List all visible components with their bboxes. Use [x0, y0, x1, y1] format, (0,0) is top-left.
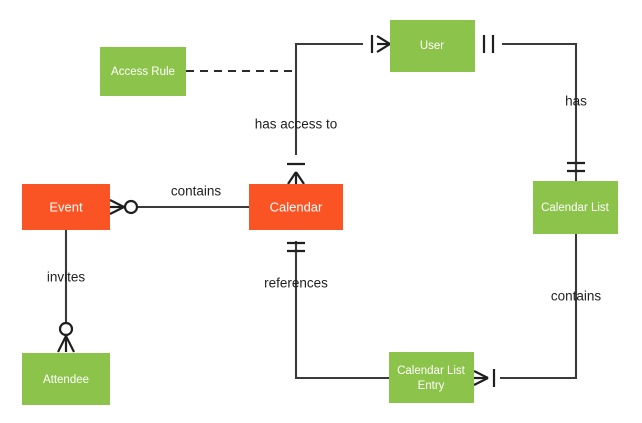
entity-calendar-list-entry-rect[interactable]: [389, 352, 474, 403]
relationship-label-contains-calendar: contains: [171, 184, 222, 199]
entity-calendar-list-label: Calendar List: [541, 202, 610, 214]
notation-user-left-one-to-many: [370, 35, 391, 53]
entity-calendar[interactable]: Calendar: [249, 184, 343, 230]
notation-user-right-exactly-one: [482, 35, 495, 53]
edge-has: [502, 42, 578, 181]
notation-calendar-list-top-exactly-one: [567, 161, 585, 173]
entity-access-rule[interactable]: Access Rule: [100, 47, 186, 96]
entity-calendar-label: Calendar: [270, 199, 323, 214]
entity-calendar-rect[interactable]: [249, 184, 343, 230]
relationship-label-invites: invites: [47, 270, 86, 285]
edge-contains-entry: [500, 234, 578, 380]
relationship-label-has: has: [565, 94, 587, 109]
relationship-label-references: references: [264, 276, 328, 291]
entity-attendee[interactable]: Attendee: [22, 353, 110, 405]
relationship-label-contains-entry: contains: [551, 289, 602, 304]
notation-calendar-top-one-to-many: [287, 162, 305, 185]
entity-calendar-list[interactable]: Calendar List: [533, 181, 618, 234]
edge-references: [294, 241, 389, 380]
entity-event-rect[interactable]: [22, 184, 110, 230]
entity-calendar-list-rect[interactable]: [533, 181, 618, 234]
entity-calendar-list-entry[interactable]: Calendar List Entry: [389, 352, 474, 403]
entity-user[interactable]: User: [390, 20, 475, 72]
entity-calendar-list-entry-label-line1: Calendar List: [397, 365, 466, 377]
entity-event-label: Event: [49, 199, 83, 214]
entity-attendee-label: Attendee: [43, 374, 89, 386]
entity-event[interactable]: Event: [22, 184, 110, 230]
notation-entry-right-one-to-many: [473, 369, 496, 387]
relationship-label-has-access-to: has access to: [255, 117, 338, 132]
notation-event-right-zero-or-many: [109, 199, 139, 215]
notation-calendar-bottom-exactly-one: [287, 241, 305, 253]
entity-user-label: User: [420, 40, 444, 52]
entity-access-rule-rect[interactable]: [100, 47, 186, 96]
edge-has-access-to: [294, 42, 363, 155]
entity-user-rect[interactable]: [390, 20, 475, 72]
notation-attendee-top-zero-or-many: [57, 321, 75, 353]
entity-attendee-rect[interactable]: [22, 353, 110, 405]
entity-access-rule-label: Access Rule: [111, 66, 175, 78]
entity-calendar-list-entry-label-line2: Entry: [418, 380, 445, 392]
